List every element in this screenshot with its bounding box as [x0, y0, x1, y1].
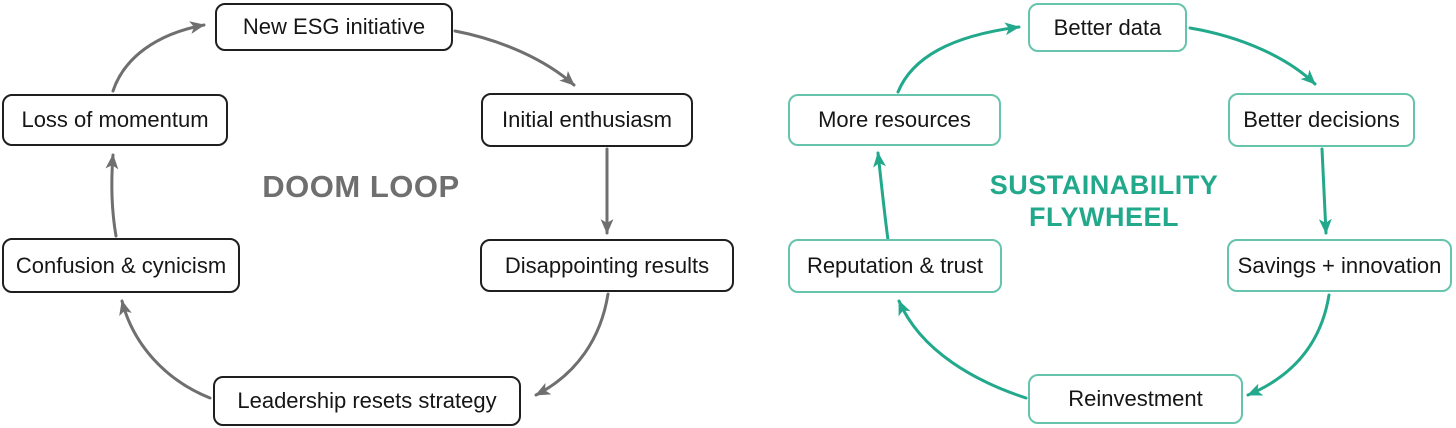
flywheel-node-savings-innovation: Savings + innovation — [1227, 239, 1452, 292]
flywheel-arrow-better-decisions-to-savings-innovation — [1318, 147, 1332, 235]
doom-node-leadership-resets-strategy: Leadership resets strategy — [213, 376, 521, 426]
flywheel-title: SUSTAINABILITY FLYWHEEL — [954, 169, 1254, 233]
flywheel-node-better-data: Better data — [1028, 3, 1187, 52]
flywheel-arrow-savings-innovation-to-reinvestment — [1246, 293, 1331, 397]
doom-arrow-confusion-cynicism-to-loss-of-momentum — [105, 153, 119, 238]
doom-arrow-loss-of-momentum-to-new-esg-initiative — [111, 21, 206, 93]
doom-node-new-esg-initiative: New ESG initiative — [215, 3, 453, 51]
flywheel-arrow-reputation-trust-to-more-resources — [873, 151, 890, 242]
doom-node-loss-of-momentum: Loss of momentum — [2, 94, 228, 146]
flywheel-arrow-more-resources-to-better-data — [896, 22, 1021, 94]
doom-loop-title: DOOM LOOP — [262, 169, 460, 204]
doom-arrow-disappointing-results-to-leadership-resets-strategy — [534, 292, 610, 397]
flywheel-arrow-better-data-to-better-decisions — [1188, 26, 1317, 86]
flywheel-node-better-decisions: Better decisions — [1228, 93, 1415, 147]
flywheel-node-more-resources: More resources — [788, 94, 1001, 146]
doom-arrow-leadership-resets-strategy-to-confusion-cynicism — [119, 299, 212, 400]
doom-node-confusion-cynicism: Confusion & cynicism — [2, 238, 240, 293]
doom-node-initial-enthusiasm: Initial enthusiasm — [481, 93, 693, 147]
flywheel-node-reinvestment: Reinvestment — [1028, 374, 1243, 424]
flywheel-title-line2: FLYWHEEL — [1028, 202, 1179, 232]
doom-node-disappointing-results: Disappointing results — [480, 239, 734, 292]
flywheel-title-line1: SUSTAINABILITY — [989, 170, 1219, 200]
doom-arrow-new-esg-initiative-to-initial-enthusiasm — [453, 29, 576, 87]
flywheel-node-reputation-trust: Reputation & trust — [788, 239, 1002, 293]
flywheel-arrow-reinvestment-to-reputation-trust — [897, 299, 1028, 400]
